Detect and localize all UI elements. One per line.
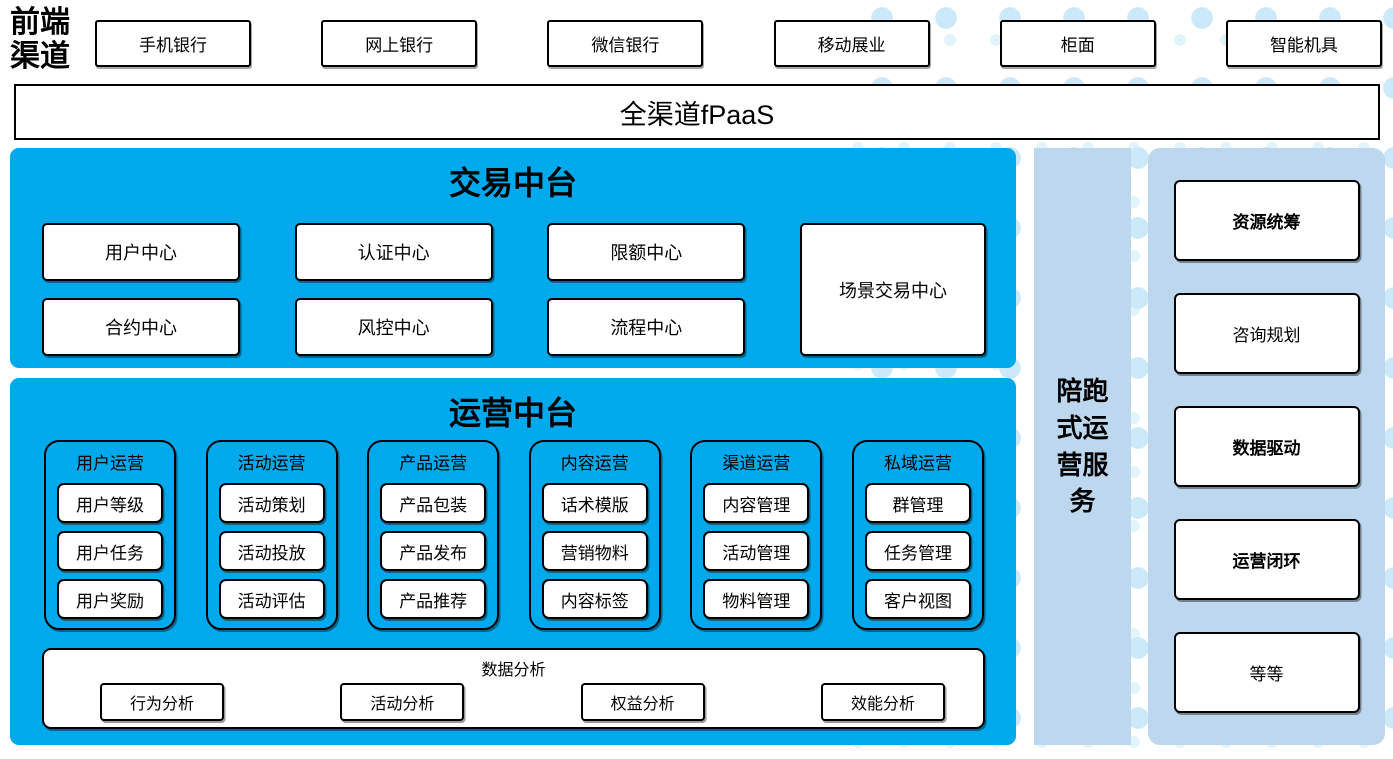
operations-platform-title: 运营中台 bbox=[448, 395, 577, 431]
box-scenario-trade-center: 场景交易中心 bbox=[799, 223, 986, 356]
channel-counter: 柜面 bbox=[999, 20, 1156, 67]
box-etc: 等等 bbox=[1173, 632, 1360, 713]
trade-column-2: 认证中心 风控中心 bbox=[294, 223, 493, 356]
box-consulting-planning: 咨询规划 bbox=[1173, 293, 1360, 374]
trade-platform-content: 用户中心 合约中心 认证中心 风控中心 限额中心 流程中心 场景交易中心 bbox=[42, 223, 986, 356]
side-bar-line: 陪跑 bbox=[1056, 375, 1109, 406]
channel-mobile-banking: 手机银行 bbox=[95, 20, 251, 67]
frontend-label-line2: 渠道 bbox=[10, 39, 70, 73]
box-content-management: 内容管理 bbox=[703, 483, 810, 523]
side-bar-line: 务 bbox=[1069, 486, 1096, 517]
group-title: 产品运营 bbox=[399, 454, 468, 473]
box-contract-center: 合约中心 bbox=[42, 298, 240, 356]
box-limit-center: 限额中心 bbox=[547, 223, 746, 281]
box-risk-center: 风控中心 bbox=[294, 298, 493, 356]
accompanying-service-bar: 陪跑 式运 营服 务 bbox=[1034, 148, 1131, 745]
channel-online-banking: 网上银行 bbox=[321, 20, 478, 67]
frontend-channels-label: 前端 渠道 bbox=[10, 6, 94, 78]
side-bar-line: 式运 bbox=[1056, 412, 1109, 443]
operations-groups-row: 用户运营 用户等级 用户任务 用户奖励 活动运营 活动策划 活动投放 活动评估 … bbox=[44, 440, 984, 630]
data-analysis-items: 行为分析 活动分析 权益分析 效能分析 bbox=[100, 683, 945, 721]
box-content-tag: 内容标签 bbox=[541, 579, 648, 619]
group-activity-operations: 活动运营 活动策划 活动投放 活动评估 bbox=[205, 440, 338, 630]
channel-row: 手机银行 网上银行 微信银行 移动展业 柜面 智能机具 bbox=[95, 20, 1382, 67]
box-activity-management: 活动管理 bbox=[703, 531, 810, 571]
box-activity-planning: 活动策划 bbox=[218, 483, 325, 523]
box-benefit-analysis: 权益分析 bbox=[580, 683, 705, 721]
group-title: 私域运营 bbox=[883, 454, 952, 473]
box-user-task: 用户任务 bbox=[57, 531, 163, 571]
box-resource-coordination: 资源统筹 bbox=[1173, 180, 1360, 261]
box-group-management: 群管理 bbox=[864, 483, 971, 523]
box-activity-evaluation: 活动评估 bbox=[218, 579, 325, 619]
trade-column-3: 限额中心 流程中心 bbox=[547, 223, 746, 356]
box-process-center: 流程中心 bbox=[547, 298, 746, 356]
box-script-template: 话术模版 bbox=[541, 483, 648, 523]
group-title: 用户运营 bbox=[76, 454, 144, 473]
fpaas-label: 全渠道fPaaS bbox=[619, 99, 775, 130]
data-analysis-title: 数据分析 bbox=[481, 662, 546, 679]
trade-platform-panel: 交易中台 用户中心 合约中心 认证中心 风控中心 限额中心 流程中心 场景交易中… bbox=[10, 148, 1016, 368]
accompanying-service-label: 陪跑 式运 营服 务 bbox=[1052, 373, 1114, 521]
operations-platform-panel: 运营中台 用户运营 用户等级 用户任务 用户奖励 活动运营 活动策划 活动投放 … bbox=[10, 378, 1016, 745]
box-behavior-analysis: 行为分析 bbox=[100, 683, 224, 721]
data-analysis-container: 数据分析 行为分析 活动分析 权益分析 效能分析 bbox=[42, 648, 985, 729]
box-product-recommendation: 产品推荐 bbox=[380, 579, 487, 619]
box-task-management: 任务管理 bbox=[864, 531, 971, 571]
group-private-domain-operations: 私域运营 群管理 任务管理 客户视图 bbox=[851, 440, 984, 630]
box-user-reward: 用户奖励 bbox=[57, 579, 163, 619]
group-title: 活动运营 bbox=[237, 454, 306, 473]
box-user-level: 用户等级 bbox=[57, 483, 163, 523]
box-product-packaging: 产品包装 bbox=[380, 483, 487, 523]
trade-platform-title: 交易中台 bbox=[448, 165, 577, 201]
box-auth-center: 认证中心 bbox=[294, 223, 493, 281]
channel-mobile-marketing: 移动展业 bbox=[773, 20, 930, 67]
box-material-management: 物料管理 bbox=[703, 579, 810, 619]
box-data-driven: 数据驱动 bbox=[1173, 406, 1360, 487]
box-efficiency-analysis: 效能分析 bbox=[820, 683, 945, 721]
group-title: 内容运营 bbox=[560, 454, 629, 473]
side-bar-line: 营服 bbox=[1056, 449, 1109, 480]
fpaas-bar: 全渠道fPaaS bbox=[14, 84, 1380, 140]
service-items-panel: 资源统筹 咨询规划 数据驱动 运营闭环 等等 bbox=[1148, 148, 1385, 745]
box-activity-delivery: 活动投放 bbox=[218, 531, 325, 571]
group-product-operations: 产品运营 产品包装 产品发布 产品推荐 bbox=[367, 440, 500, 630]
channel-wechat-banking: 微信银行 bbox=[547, 20, 704, 67]
group-title: 渠道运营 bbox=[722, 454, 791, 473]
frontend-label-line1: 前端 bbox=[10, 6, 70, 39]
group-user-operations: 用户运营 用户等级 用户任务 用户奖励 bbox=[44, 440, 176, 630]
box-user-center: 用户中心 bbox=[42, 223, 240, 281]
channel-smart-devices: 智能机具 bbox=[1225, 20, 1382, 67]
box-activity-analysis: 活动分析 bbox=[340, 683, 465, 721]
box-customer-view: 客户视图 bbox=[864, 579, 971, 619]
trade-column-1: 用户中心 合约中心 bbox=[42, 223, 240, 356]
box-product-release: 产品发布 bbox=[380, 531, 487, 571]
box-operations-closed-loop: 运营闭环 bbox=[1173, 519, 1360, 600]
group-content-operations: 内容运营 话术模版 营销物料 内容标签 bbox=[528, 440, 661, 630]
group-channel-operations: 渠道运营 内容管理 活动管理 物料管理 bbox=[690, 440, 823, 630]
box-marketing-material: 营销物料 bbox=[541, 531, 648, 571]
